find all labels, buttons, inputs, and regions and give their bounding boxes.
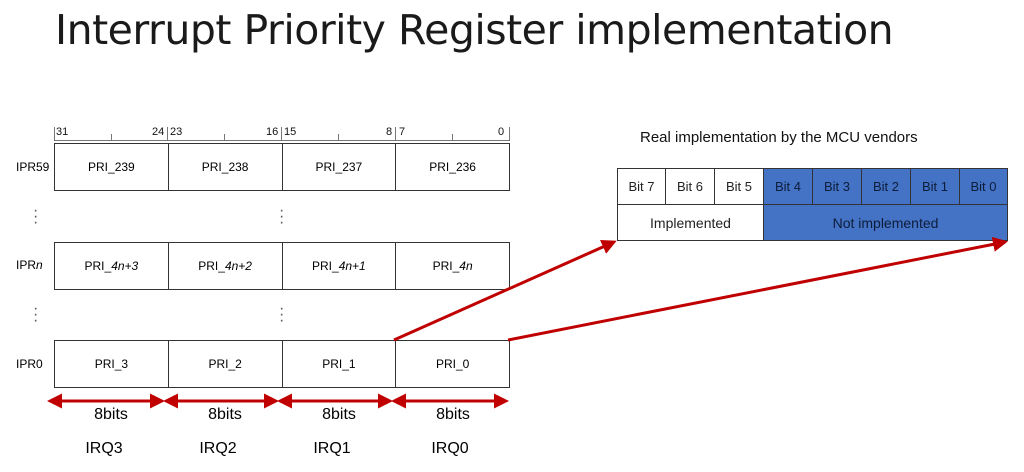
- priority-field: PRI_3: [94, 357, 129, 371]
- irq-label: IRQ3: [85, 440, 123, 457]
- priority-field: PRI_0: [395, 341, 509, 387]
- field-index: 4n+2: [224, 259, 252, 273]
- register-label-iprn: IPRn: [16, 258, 43, 272]
- bit-number: 7: [399, 126, 406, 138]
- mapping-arrow-lsb: [507, 236, 1008, 342]
- ruler-tick: [224, 134, 225, 140]
- irq-label: IRQ2: [199, 440, 237, 457]
- ruler-tick: [111, 134, 112, 140]
- register-label-index: n: [36, 258, 43, 272]
- field-index: 4n: [459, 259, 473, 273]
- priority-field: PRI_4n+2: [167, 243, 282, 289]
- field-prefix: PRI_: [312, 259, 339, 273]
- bit-number: 23: [170, 126, 183, 138]
- bit-number: 0: [498, 126, 505, 138]
- register-row-ipr0: PRI_3 PRI_2 PRI_1 PRI_0: [54, 340, 510, 388]
- field-index: 4n+3: [111, 259, 139, 273]
- vertical-ellipsis: ···: [279, 300, 285, 329]
- priority-field: PRI_2: [167, 341, 282, 387]
- bit-cell-not-implemented: Bit 3: [812, 168, 862, 205]
- register-label-ipr0: IPR0: [16, 357, 43, 371]
- bit-number: 15: [284, 126, 297, 138]
- bit-number: 8: [386, 126, 393, 138]
- vertical-ellipsis: ···: [33, 300, 39, 329]
- ruler-tick: [395, 127, 396, 140]
- field-prefix: PRI_: [432, 259, 460, 273]
- bit-cell-implemented: Bit 7: [617, 168, 666, 205]
- register-row-ipr59: PRI_239 PRI_238 PRI_237 PRI_236: [54, 143, 510, 191]
- field-width-label: 8bits: [322, 406, 356, 423]
- irq-label: IRQ1: [313, 440, 351, 457]
- field-index: 4n+1: [338, 259, 366, 273]
- ruler-tick: [167, 127, 168, 140]
- field-prefix: PRI_: [84, 259, 112, 273]
- bit-number: 16: [266, 126, 279, 138]
- priority-field: PRI_239: [88, 160, 135, 174]
- field-width-label: 8bits: [94, 406, 128, 423]
- ruler-tick: [338, 134, 339, 140]
- ruler-tick: [54, 127, 55, 140]
- bit-cell-implemented: Bit 5: [714, 168, 764, 205]
- not-implemented-region: Not implemented: [763, 204, 1008, 241]
- priority-field: PRI_4n: [395, 243, 509, 289]
- ruler-tick: [509, 127, 510, 140]
- ruler-line: [54, 140, 510, 141]
- vendor-title: Real implementation by the MCU vendors: [640, 129, 918, 146]
- register-label-prefix: IPR: [16, 258, 37, 272]
- vertical-ellipsis: ···: [279, 202, 285, 231]
- page-title: Interrupt Priority Register implementati…: [55, 6, 894, 54]
- register-row-iprn: PRI_4n+3 PRI_4n+2 PRI_4n+1 PRI_4n: [54, 242, 510, 290]
- mapping-arrow-msb: [393, 240, 617, 342]
- implemented-region: Implemented: [617, 204, 764, 241]
- vertical-ellipsis: ···: [33, 202, 39, 231]
- irq-label: IRQ0: [431, 440, 469, 457]
- bit-cell-not-implemented: Bit 2: [861, 168, 911, 205]
- field-width-label: 8bits: [208, 406, 242, 423]
- ruler-tick: [281, 127, 282, 140]
- ruler-tick: [452, 134, 453, 140]
- priority-field: PRI_4n+3: [55, 243, 168, 289]
- field-prefix: PRI_: [198, 259, 225, 273]
- priority-field: PRI_238: [167, 144, 282, 190]
- bit-number: 24: [152, 126, 165, 138]
- priority-field: PRI_236: [395, 144, 509, 190]
- priority-field: PRI_1: [281, 341, 396, 387]
- priority-field: PRI_4n+1: [281, 243, 396, 289]
- bit-number: 31: [56, 126, 69, 138]
- register-label-ipr59: IPR59: [16, 160, 50, 174]
- priority-field: PRI_237: [281, 144, 396, 190]
- field-width-label: 8bits: [436, 406, 470, 423]
